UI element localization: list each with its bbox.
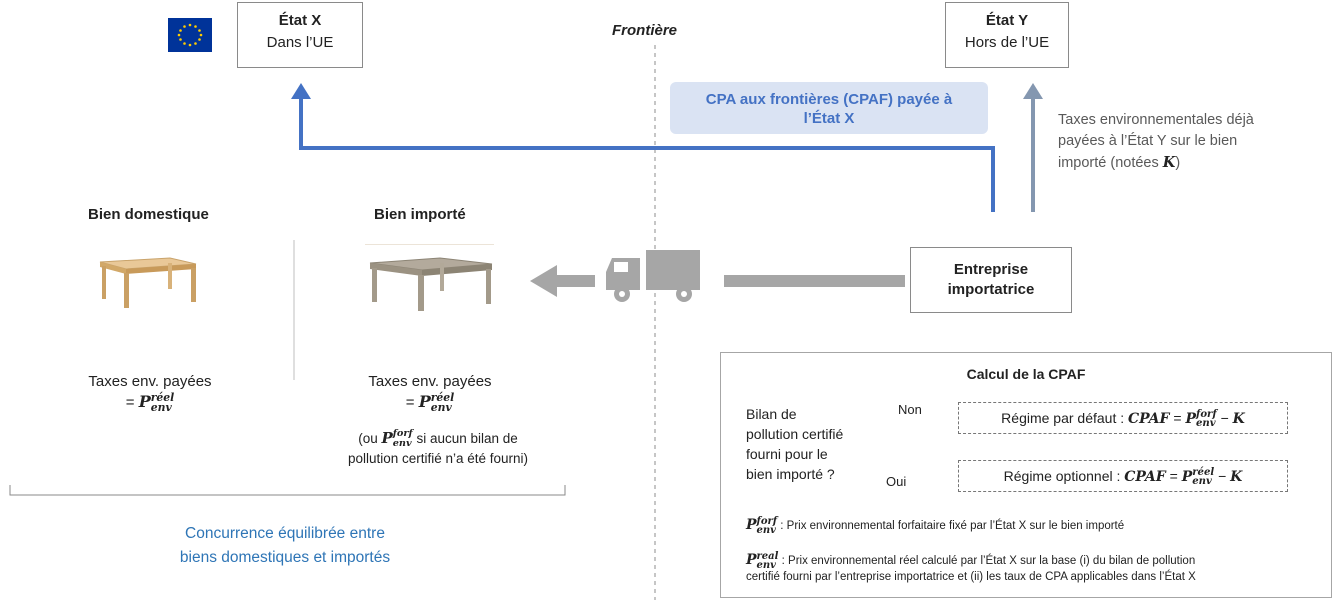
state-x-subtitle: Dans l’UE xyxy=(266,34,334,51)
default-regime-sub: env xyxy=(1195,418,1216,430)
imported-note-sub: env xyxy=(392,438,412,450)
calc-question-line1: Bilan de xyxy=(746,406,797,422)
def-real-line2: certifié fourni par l’entreprise importa… xyxy=(746,571,1196,583)
importer-line2: importatrice xyxy=(947,281,1035,298)
state-y-subtitle: Hors de l’UE xyxy=(964,34,1050,51)
default-regime-k: K xyxy=(1232,411,1245,427)
optional-regime-k: K xyxy=(1230,469,1243,485)
imported-image-frame-line xyxy=(365,244,494,245)
imported-note-line2: pollution certifié n’a été fourni) xyxy=(347,451,529,467)
cpaf-banner-line2: l’État X xyxy=(803,110,855,127)
taxes-y-line3-end: ) xyxy=(1175,155,1181,171)
balanced-line1: Concurrence équilibrée entre xyxy=(185,525,385,542)
imported-note-p: P xyxy=(381,429,393,447)
importer-flow-bar xyxy=(724,275,905,287)
calc-question-line3: fourni pour le xyxy=(746,446,828,462)
border-label: Frontière xyxy=(612,22,678,39)
truck-flow-bar xyxy=(555,275,595,287)
taxes-y-text: Taxes environnementales déjà payées à l’… xyxy=(1058,110,1328,174)
taxes-y-line1: Taxes environnementales déjà xyxy=(1058,112,1254,128)
default-regime-minus: − xyxy=(1216,410,1233,426)
optional-regime-p: P xyxy=(1181,469,1193,485)
def-forf-sup: forf xyxy=(756,515,778,527)
taxes-y-k: K xyxy=(1162,154,1176,171)
state-x-title: État X xyxy=(278,12,322,29)
imported-taxes-label: Taxes env. payées xyxy=(368,373,492,390)
default-regime-cpaf: CPAF xyxy=(1128,411,1170,427)
cpaf-banner-line1: CPA aux frontières (CPAF) payée à xyxy=(705,91,953,108)
taxes-y-line2: payées à l’État Y sur le bien xyxy=(1058,133,1238,149)
eu-flag-icon xyxy=(168,18,212,52)
taxes-y-line3: importé (notées K) xyxy=(1058,152,1328,174)
default-regime-eq: = xyxy=(1169,410,1186,426)
imported-sub: env xyxy=(430,401,452,415)
optional-regime-sub: env xyxy=(1192,476,1212,488)
optional-regime-eq: = xyxy=(1165,468,1182,484)
calc-question: Bilan de pollution certifié fourni pour … xyxy=(746,404,843,484)
def-real-p: P xyxy=(746,552,757,569)
optional-regime-label: Régime optionnel : xyxy=(1003,468,1125,484)
state-y-box: État Y Hors de l’UE xyxy=(945,2,1069,68)
imported-sup: réel xyxy=(430,391,455,405)
default-regime-sup: forf xyxy=(1195,409,1217,421)
def-forf-text: : Prix environnemental forfaitaire fixé … xyxy=(777,520,1125,532)
domestic-title: Bien domestique xyxy=(88,206,209,223)
optional-regime-sup: réel xyxy=(1192,467,1215,479)
goods-bracket xyxy=(9,485,566,496)
state-x-box: État X Dans l’UE xyxy=(237,2,363,68)
def-forf-p: P xyxy=(746,517,757,533)
imported-note-rest: si aucun bilan de xyxy=(412,431,518,446)
calc-question-line2: pollution certifié xyxy=(746,426,844,442)
state-y-title: État Y xyxy=(985,12,1029,29)
calc-non-label: Non xyxy=(898,402,922,417)
default-regime-label: Régime par défaut : xyxy=(1001,410,1129,426)
domestic-taxes-label: Taxes env. payées xyxy=(88,373,212,390)
def-forf-sub: env xyxy=(756,524,776,536)
imported-eq: = xyxy=(405,394,419,411)
truck-flow-arrow-head xyxy=(530,265,557,297)
imported-p: P xyxy=(418,392,431,411)
domestic-eq: = xyxy=(125,394,139,411)
cpaf-arrow-head xyxy=(291,83,311,99)
taxes-y-arrow-head xyxy=(1023,83,1043,99)
domestic-sup: réel xyxy=(150,391,175,405)
balanced-line2: biens domestiques et importés xyxy=(179,549,391,566)
balanced-text: Concurrence équilibrée entre biens domes… xyxy=(120,522,450,570)
truck-icon xyxy=(606,250,700,302)
domestic-p: P xyxy=(138,392,151,411)
imported-table-image xyxy=(369,257,493,311)
calc-question-line4: bien importé ? xyxy=(746,466,835,482)
imported-note-open: (ou xyxy=(358,431,382,446)
def-real-sub: env xyxy=(756,560,776,571)
importer-line1: Entreprise xyxy=(953,261,1029,278)
domestic-sub: env xyxy=(150,401,172,415)
default-regime-p: P xyxy=(1185,411,1196,427)
imported-note-sup: forf xyxy=(392,428,413,440)
def-real-text1: : Prix environnemental réel calculé par … xyxy=(778,555,1196,568)
def-real-sup: real xyxy=(756,551,779,562)
optional-regime-cpaf: CPAF xyxy=(1124,469,1166,485)
optional-regime-minus: − xyxy=(1214,468,1231,484)
domestic-table-image xyxy=(99,257,197,308)
taxes-y-line3-start: importé (notées xyxy=(1058,155,1163,171)
importer-box: Entreprise importatrice xyxy=(910,247,1072,313)
cpaf-arrow xyxy=(299,96,995,212)
imported-title: Bien importé xyxy=(374,206,466,223)
calc-oui-label: Oui xyxy=(886,474,907,489)
cpaf-banner: CPA aux frontières (CPAF) payée à l’État… xyxy=(670,82,988,134)
calc-title: Calcul de la CPAF xyxy=(966,366,1086,382)
